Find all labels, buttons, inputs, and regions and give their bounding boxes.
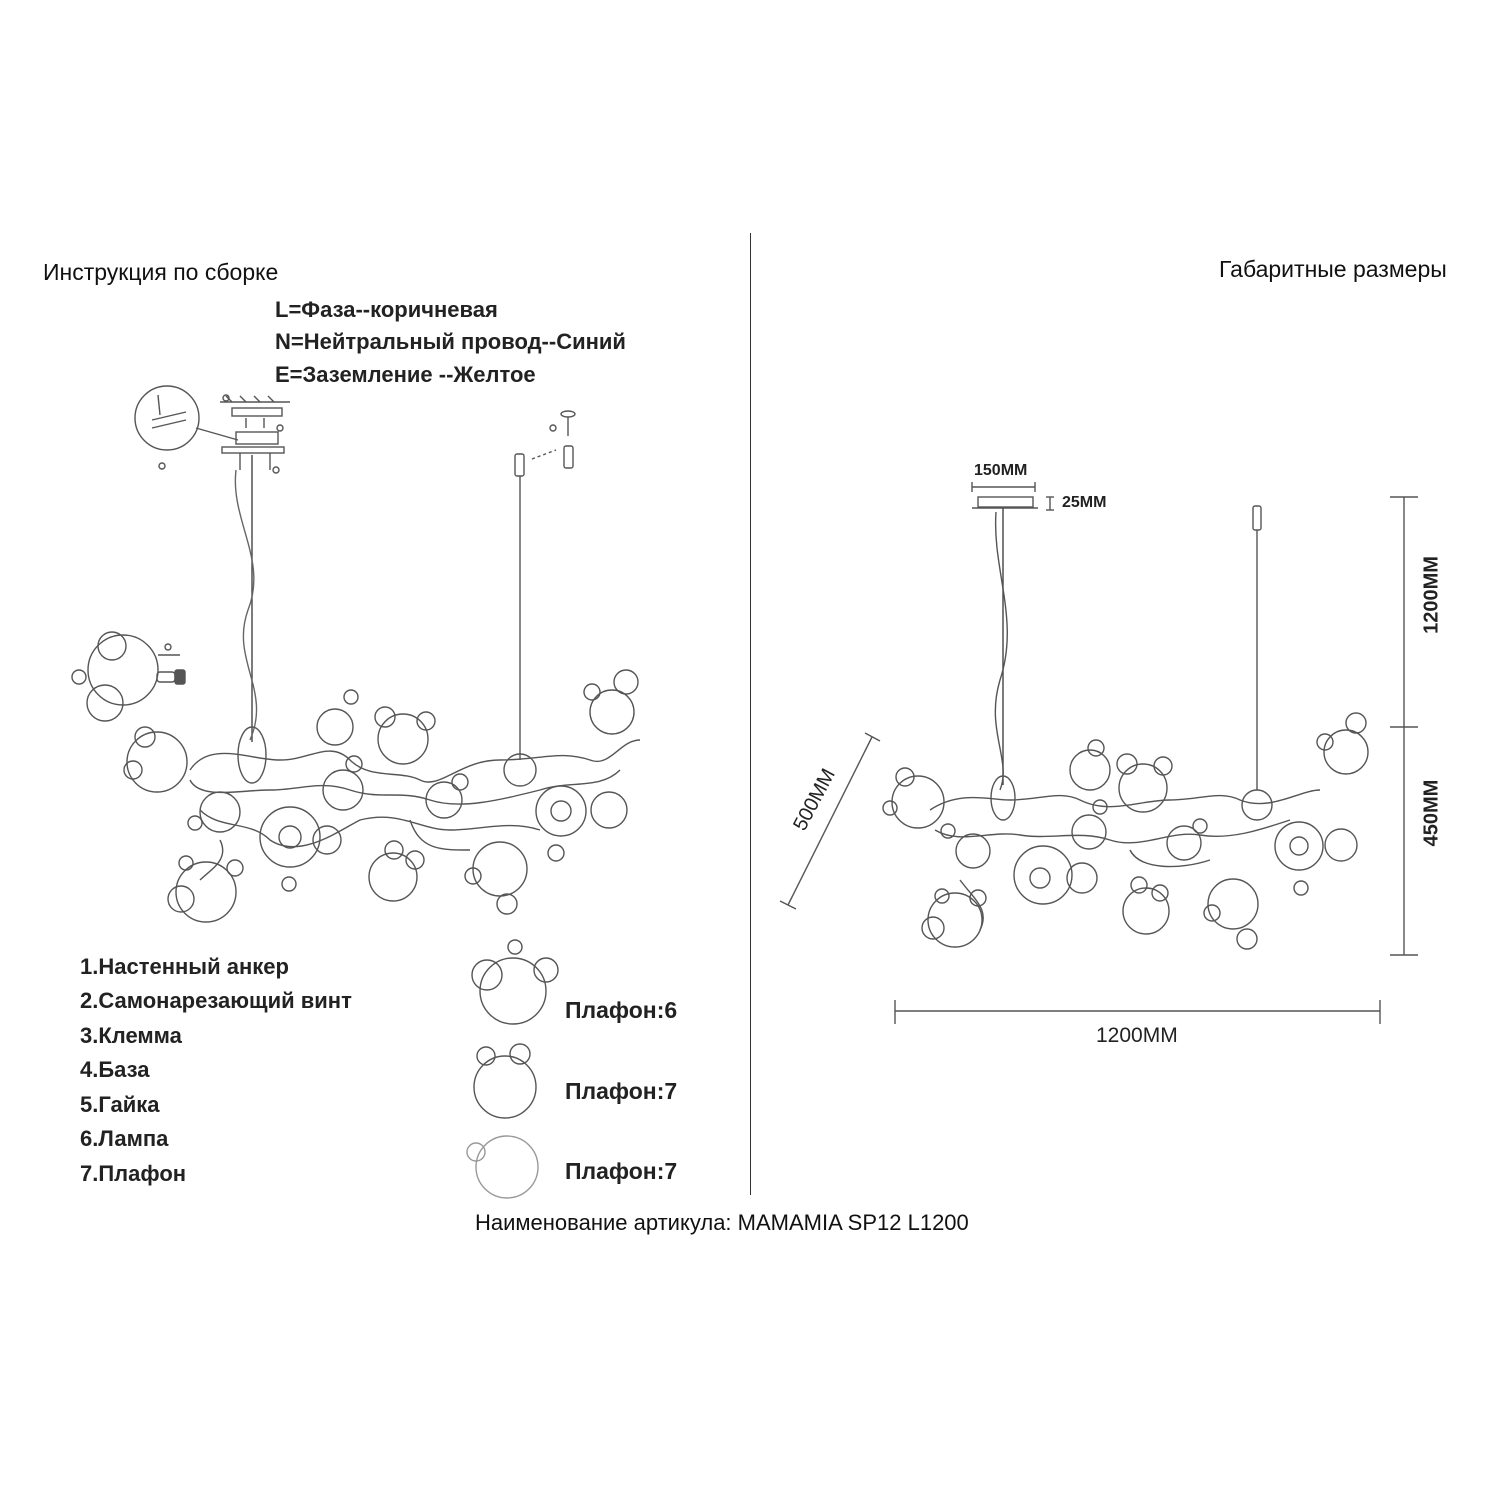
part-item: 7.Плафон bbox=[80, 1161, 187, 1186]
lamp-detail-icon bbox=[71, 631, 186, 722]
part-item: 3.Клемма bbox=[80, 1023, 182, 1048]
part-item: 4.База bbox=[80, 1057, 150, 1082]
ceiling-detail-icon bbox=[134, 385, 290, 474]
part-item: 6.Лампа bbox=[80, 1126, 169, 1151]
length-label: 1200MM bbox=[1096, 1024, 1178, 1047]
shade-label: Плафон:7 bbox=[565, 1158, 678, 1184]
part-item: 1.Настенный анкер bbox=[80, 954, 289, 979]
canopy-height-label: 25MM bbox=[1062, 494, 1107, 511]
assembly-title: Инструкция по сборке bbox=[43, 259, 279, 285]
wiring-neutral: N=Нейтральный провод--Синий bbox=[275, 329, 626, 354]
article-name: Наименование артикула: MAMAMIA SP12 L120… bbox=[475, 1210, 969, 1235]
suspension-detail-icon bbox=[514, 410, 576, 760]
part-item: 2.Самонарезающий винт bbox=[80, 988, 352, 1013]
shade-icon bbox=[471, 939, 559, 1025]
wiring-ground: E=Заземление --Желтое bbox=[275, 362, 536, 387]
shade-label: Плафон:6 bbox=[565, 997, 678, 1023]
wiring-phase: L=Фаза--коричневая bbox=[275, 297, 498, 322]
chandelier-front-view bbox=[123, 669, 641, 923]
dimensions-title: Габаритные размеры bbox=[1219, 256, 1447, 282]
part-item: 5.Гайка bbox=[80, 1092, 160, 1117]
section-divider bbox=[750, 233, 751, 1195]
chandelier-dimension-view bbox=[779, 482, 1418, 1024]
shade-label: Плафон:7 bbox=[565, 1078, 678, 1104]
shade-icon bbox=[466, 1135, 539, 1199]
shade-icon bbox=[473, 1043, 537, 1119]
canopy-width-label: 150MM bbox=[974, 462, 1028, 479]
